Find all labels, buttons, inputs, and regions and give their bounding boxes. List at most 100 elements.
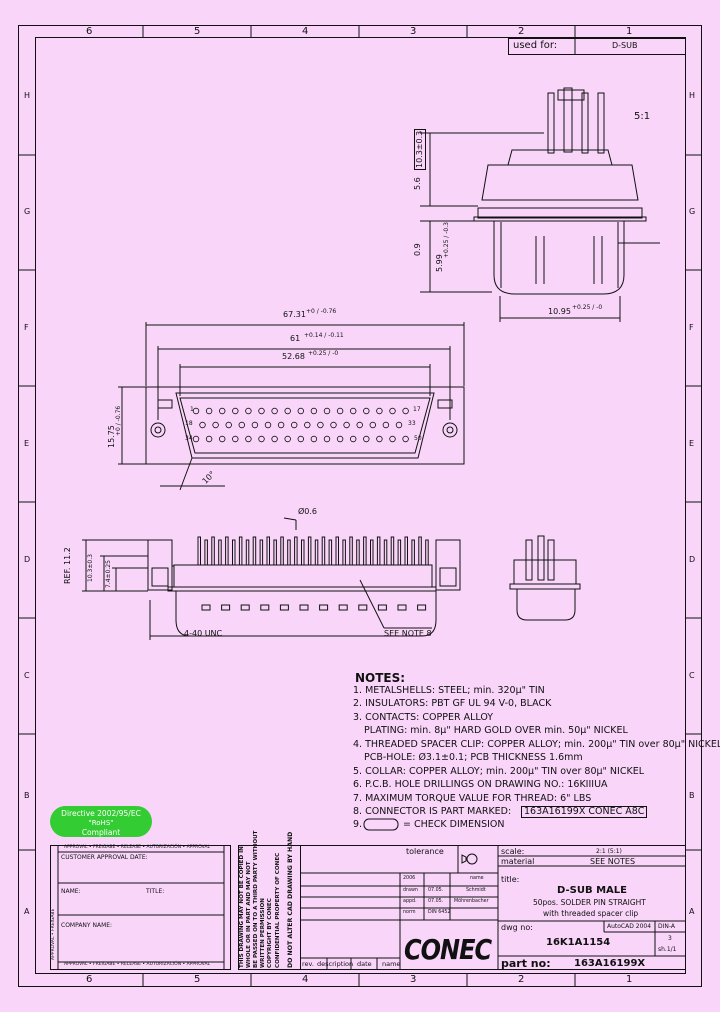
row-label-B: B: [24, 791, 30, 800]
solder-pin: [376, 536, 381, 566]
legal-line-4: WRITTEN PERMISSION: [260, 898, 266, 968]
dim-side-top: 10.3±0.3: [414, 128, 426, 170]
see-note-8: SEE NOTE 8: [384, 629, 432, 638]
pin-hole: [192, 407, 200, 415]
pin-hole: [356, 421, 363, 429]
dwg-label: dwg no:: [501, 923, 533, 932]
norm-value: DIN 6452: [428, 910, 451, 915]
format: DIN-A: [658, 923, 676, 930]
pin-hole: [251, 421, 259, 429]
pin-hole: [376, 435, 383, 443]
dim-side-09: 0.9: [413, 243, 422, 256]
solder-pin: [287, 539, 291, 566]
pin-hole: [271, 407, 278, 415]
contact-peg: [358, 604, 368, 611]
pin-hole: [225, 421, 232, 429]
dim-width-61: 61: [290, 334, 301, 343]
pin-hole: [291, 421, 298, 429]
row-label-F: F: [24, 323, 29, 332]
legal-line-2: WHOLE OR IN PART AND MAY NOT: [246, 861, 252, 968]
pin-hole: [389, 407, 396, 415]
customer-title: TITLE:: [146, 888, 165, 895]
col-label-6: 6: [86, 26, 93, 37]
pin-hole: [284, 407, 291, 415]
solder-pin: [218, 539, 222, 566]
rohs-line-2: "RoHS": [88, 819, 114, 827]
pin-hole: [271, 435, 278, 443]
pin-hole: [350, 435, 357, 443]
pin-hole: [310, 435, 318, 443]
solder-pin: [404, 536, 408, 566]
pin-hole: [232, 407, 239, 415]
col-label-1: 1: [626, 26, 633, 37]
solder-pin: [390, 536, 395, 566]
pin-hole: [323, 435, 331, 443]
approval-banner-top: APPROVAL • FREIGABE • RELEASE • AUTORIZA…: [64, 845, 211, 850]
row-label-D-right: D: [689, 555, 696, 564]
solder-pin: [335, 536, 339, 566]
row-label-A-right: A: [689, 907, 695, 916]
row-label-G-right: G: [689, 207, 696, 216]
solder-pin: [383, 539, 388, 566]
pin-label-50: 50: [414, 435, 422, 442]
solder-pin: [349, 536, 353, 566]
pin-hole: [264, 421, 272, 429]
pin-hole: [363, 435, 370, 443]
solder-pin: [301, 539, 305, 566]
col-label-2-bottom: 2: [518, 974, 525, 985]
pin-hole: [363, 407, 370, 415]
note-6: 6. P.C.B. HOLE DRILLINGS ON DRAWING NO.:…: [353, 779, 608, 790]
sheet: sh.1/1: [658, 946, 677, 953]
scale-label: scale:: [501, 847, 525, 856]
pin-hole: [297, 435, 304, 443]
pin-hole: [343, 421, 350, 429]
row-label-B-right: B: [689, 791, 695, 800]
rohs-line-1: Directive 2002/95/EC: [61, 809, 141, 818]
solder-pin: [321, 536, 326, 566]
note-4-pcb: PCB-HOLE: Ø3.1±0.1; PCB THICKNESS 1.6mm: [364, 752, 583, 763]
pin-hole: [277, 421, 285, 429]
pin-hole: [258, 407, 265, 415]
note-4: 4. THREADED SPACER CLIP: COPPER ALLOY; m…: [353, 739, 720, 750]
pin-hole: [350, 407, 357, 415]
rohs-badge: Directive 2002/95/EC "RoHS" Compliant: [50, 806, 152, 837]
pin-hole: [205, 407, 213, 415]
solder-pin: [245, 539, 250, 566]
col-label-6-bottom: 6: [86, 974, 93, 985]
drawn-name: Schmidt: [466, 888, 486, 893]
format-size: 3: [668, 935, 672, 942]
header-name: name: [470, 876, 484, 881]
pin-label-1: 1: [190, 406, 194, 413]
solder-pin: [259, 539, 264, 566]
pin-hole: [232, 435, 239, 443]
pin-hole: [402, 407, 409, 415]
dim-side-599-tol: +0.25 / -0.3: [443, 222, 450, 258]
pin-hole: [382, 421, 390, 429]
contact-peg: [201, 604, 211, 611]
contact-peg: [299, 604, 309, 611]
pin-hole: [297, 407, 304, 415]
solder-pin: [211, 536, 215, 566]
row-label-E-right: E: [689, 439, 695, 448]
solder-pin: [356, 539, 360, 566]
row-label-F-right: F: [689, 323, 694, 332]
customer-name: NAME:: [61, 888, 81, 895]
legal-line-5: COPYRIGHT BY CONEC: [267, 898, 273, 968]
solder-pin: [204, 539, 208, 566]
dim-74: 7.4±0.25: [105, 560, 112, 588]
customer-company: COMPANY NAME:: [61, 922, 113, 929]
dim-pin-diameter: Ø0.6: [298, 507, 318, 516]
contact-peg: [221, 604, 231, 611]
used-for-value: D-SUB: [612, 41, 638, 50]
legal-line-7: DO NOT ALTER CAD DRAWING BY HAND: [287, 831, 294, 968]
solder-pin: [252, 536, 257, 566]
dim-side-1095-tol: +0.25 / -0: [572, 304, 603, 311]
note-1: 1. METALSHELLS: STEEL; min. 320µ" TIN: [353, 685, 545, 696]
legal-line-1: THIS DRAWING MAY NOT BE COPIED IN: [239, 846, 245, 968]
approval-banner-side: APPROVAL • FREIGABE: [51, 908, 56, 960]
scale-value: 2:1 (5:1): [596, 848, 622, 855]
solder-pin: [307, 536, 312, 566]
solder-pin: [273, 539, 277, 566]
dim-side-56: 5.6: [413, 177, 422, 190]
